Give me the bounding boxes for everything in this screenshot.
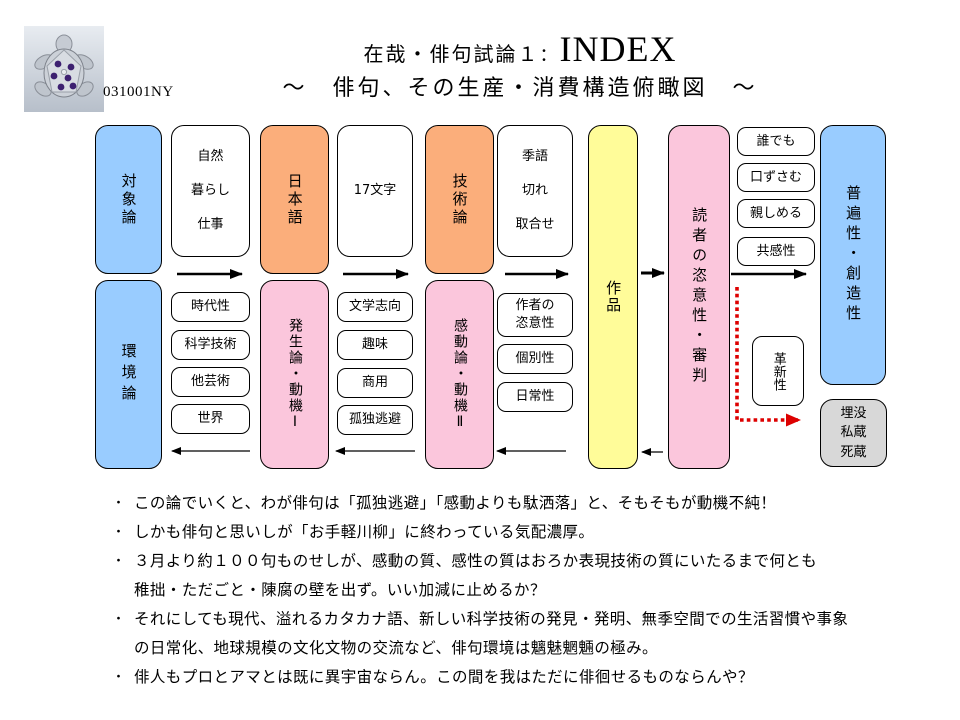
turtle-brooch-image [24,26,104,112]
box-nihongo: 日本語 [260,125,329,274]
box-17moji: 17文字 [337,125,413,257]
title-index: INDEX [559,29,677,69]
box-kigo-kire-toriawase: 季語 切れ 取合せ [497,125,573,257]
box-daredemo: 誰でも [737,127,815,156]
box-kuchizusamu: 口ずさむ [737,163,815,192]
note-bullet: ・ [112,553,126,568]
note-line: 稚拙・ただごと・陳腐の壁を出ず。いい加減に止めるか？ [112,574,912,603]
note-text: ３月より約１００句ものせしが、感動の質、感性の質はおろか表現技術の質にいたるまで… [134,552,818,570]
note-line: ・俳人もプロとアマとは既に異宇宙ならん。この間を我はただに俳徊せるものならんや？ [112,661,912,690]
box-dokusha-shiisei-shinpan: 読者の恣意性・審判 [668,125,730,469]
box-kakushinsei: 革新性 [752,336,804,406]
box-kyokansei: 共感性 [737,237,815,266]
title-block: 在哉・俳句試論１：INDEX ～ 俳句、その生産・消費構造俯瞰図 ～ [120,28,920,102]
file-id-label: 031001NY [103,84,174,100]
note-bullet: ・ [112,524,126,539]
note-line: の日常化、地球規模の文化文物の交流など、俳句環境は魑魅魍魎の極み。 [112,632,912,661]
note-line: ・ ３月より約１００句ものせしが、感動の質、感性の質はおろか表現技術の質にいたるま… [112,545,912,574]
note-text: この論でいくと、わが俳句は「孤独逃避」「感動よりも駄洒落」と、そもそもが動機不純… [134,494,777,512]
box-nichijosei: 日常性 [497,382,573,412]
box-gijutsuron: 技術論 [425,125,494,274]
note-text: しかも俳句と思いしが「お手軽川柳」に終わっている気配濃厚。 [134,523,595,541]
box-kandoron-doki2: 感動論・動機Ⅱ [425,280,494,469]
title-colon: ： [539,45,560,65]
notes-block: ・この論でいくと、わが俳句は「孤独逃避」「感動よりも駄洒落」と、そもそもが動機不… [112,487,912,690]
box-tageijutsu: 他芸術 [171,367,250,397]
turtle-photo [24,26,104,112]
box-sekai: 世界 [171,404,250,434]
box-shumi: 趣味 [337,330,413,360]
box-kobetsusei: 個別性 [497,344,573,374]
box-sakusha-shiisei: 作者の 恣意性 [497,293,573,337]
box-taishoron: 対象論 [95,125,162,274]
box-sakuhin: 作品 [588,125,638,469]
box-shizen-kurashi-shigoto: 自然 暮らし 仕事 [171,125,250,257]
box-bungakushiko: 文学志向 [337,292,413,322]
title-prefix: 在哉・俳句試論１ [363,44,540,66]
note-bullet: ・ [112,611,126,626]
box-shoyo: 商用 [337,368,413,398]
note-line: ・しかも俳句と思いしが「お手軽川柳」に終わっている気配濃厚。 [112,516,912,545]
box-fuhensei-sozosei: 普遍性・創造性 [820,125,886,385]
box-kankyoron: 環境論 [95,280,162,469]
note-bullet: ・ [112,669,126,684]
box-kagakugijutsu: 科学技術 [171,330,250,360]
box-maibotsu-shizo-shizo: 埋没 私蔵 死蔵 [820,399,887,467]
box-jidaisei: 時代性 [171,292,250,322]
page-subtitle: ～ 俳句、その生産・消費構造俯瞰図 ～ [282,75,758,100]
box-hasseiron-doki1: 発生論・動機Ⅰ [260,280,329,469]
note-text: 俳人もプロとアマとは既に異宇宙ならん。この間を我はただに俳徊せるものならんや？ [134,668,754,686]
box-shitashimeru: 親しめる [737,199,815,228]
page-title: 在哉・俳句試論１：INDEX [120,28,920,70]
note-text: の日常化、地球規模の文化文物の交流など、俳句環境は魑魅魍魎の極み。 [134,639,658,657]
note-bullet: ・ [112,495,126,510]
note-line: ・この論でいくと、わが俳句は「孤独逃避」「感動よりも駄洒落」と、そもそもが動機不… [112,487,912,516]
box-kodokutohi: 孤独逃避 [337,405,413,435]
note-line: ・それにしても現代、溢れるカタカナ語、新しい科学技術の発見・発明、無季空間での生… [112,603,912,632]
note-text: 稚拙・ただごと・陳腐の壁を出ず。いい加減に止めるか？ [134,581,546,599]
note-text: それにしても現代、溢れるカタカナ語、新しい科学技術の発見・発明、無季空間での生活… [134,610,849,628]
